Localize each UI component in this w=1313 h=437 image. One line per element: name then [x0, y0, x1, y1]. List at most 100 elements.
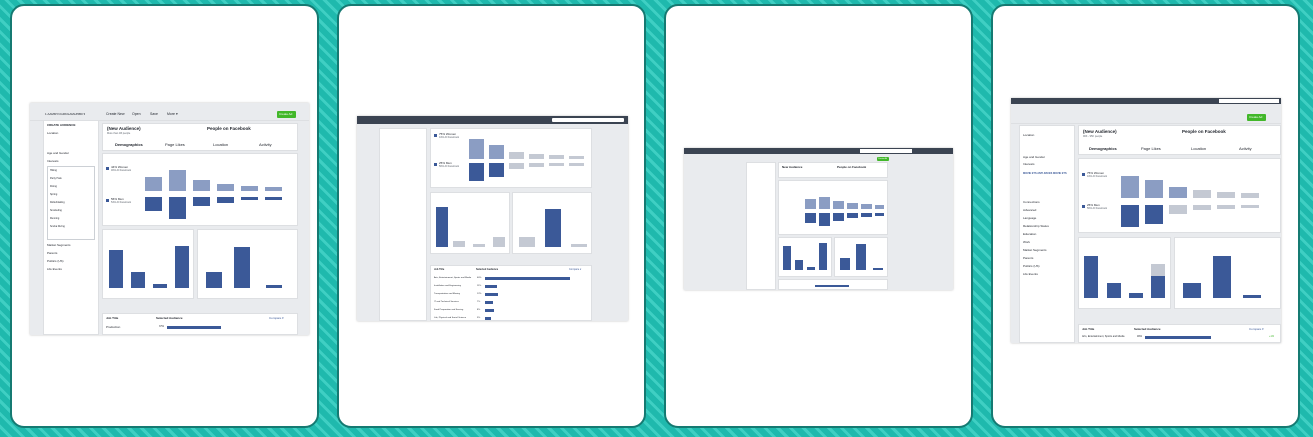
sidebar-item-life-events[interactable]: Life Events	[47, 267, 62, 271]
gender-age-chart	[778, 180, 888, 235]
screenshot-3: Create Ad New Audience People on Faceboo…	[684, 148, 953, 290]
chart-bar	[153, 284, 167, 288]
table-row-bar	[815, 285, 849, 287]
menu-save[interactable]: Save	[150, 112, 158, 116]
gender-age-chart: 75% Women 44% All Facebook 25% Men 56% A…	[1078, 158, 1281, 233]
table-row-label: IT and Technical Services	[434, 301, 459, 303]
tab-demographics[interactable]: Demographics	[115, 142, 143, 147]
chart-bar	[131, 272, 145, 288]
dropdown-item[interactable]: Scuba Diving	[50, 225, 65, 228]
dropdown-item[interactable]: Snorkeling	[50, 209, 62, 212]
sidebar-item-parents[interactable]: Parents	[1023, 256, 1034, 260]
sidebar-item-education[interactable]: Education	[1023, 232, 1037, 236]
selected-interest[interactable]: MOVIE ETS ANTI-RAVES MOVIE ETS	[1023, 172, 1067, 175]
menu-more[interactable]: More ▾	[167, 112, 178, 116]
table-row-bar	[485, 309, 494, 312]
job-title-table	[778, 279, 888, 290]
dropdown-item[interactable]: Rollerblading	[50, 201, 65, 204]
table-row-label: Food Preparation and Serving	[434, 309, 464, 311]
sidebar-item-connections[interactable]: Connections	[1023, 200, 1040, 204]
female-bar	[193, 180, 210, 191]
chart-bar	[473, 244, 485, 247]
screenshot-1: 1 AAMMYCGRKGAMLZ5B0 ▾ Create New Open Sa…	[30, 103, 309, 335]
male-bar	[861, 213, 872, 217]
female-bar	[1145, 180, 1163, 198]
sidebar-item-advanced[interactable]: Advanced	[1023, 208, 1037, 212]
dropdown-item[interactable]: Diving	[50, 185, 57, 188]
tab-location[interactable]: Location	[213, 142, 229, 147]
sidebar-item-age-gender[interactable]: Age and Gender	[1023, 155, 1046, 159]
search-input[interactable]	[860, 149, 912, 153]
sidebar-item-language[interactable]: Language	[1023, 216, 1037, 220]
male-bar	[819, 213, 830, 226]
chart-bar	[807, 267, 815, 270]
dropdown-item[interactable]: Spring	[50, 193, 58, 196]
sidebar-item-relationship[interactable]: Relationship Status	[1023, 224, 1049, 228]
sidebar-item-location[interactable]: Location	[47, 131, 59, 135]
tab-page-likes[interactable]: Page Likes	[1141, 146, 1161, 151]
search-input[interactable]	[1219, 99, 1279, 103]
compare-dropdown[interactable]: Compare ▾	[269, 316, 284, 320]
sidebar-item-market[interactable]: Market Segments	[1023, 248, 1047, 252]
create-ad-button[interactable]: Create Ad	[877, 157, 889, 161]
audience-size: More than 1B people	[107, 132, 131, 135]
audience-header: New Audience People on Facebook	[778, 162, 888, 178]
chart-bar	[436, 207, 448, 247]
table-row-label: Arts, Entertainment, Sports and Media	[434, 277, 472, 279]
menu-create-new[interactable]: Create New	[106, 112, 125, 116]
table-header-job: Job Title	[1082, 327, 1095, 331]
sidebar-item-location[interactable]: Location	[1023, 133, 1035, 137]
male-bar	[1145, 205, 1163, 224]
chart-bar	[873, 268, 883, 270]
table-header-job: Job Title	[434, 268, 445, 271]
male-bar	[217, 197, 234, 203]
dropdown-item[interactable]: Hiking	[50, 169, 57, 172]
menu-open[interactable]: Open	[132, 112, 141, 116]
relationship-chart	[778, 237, 832, 277]
table-row-label: Installation and Engineering	[434, 285, 461, 287]
table-row-pct: 12%	[477, 293, 482, 295]
sidebar-item-work[interactable]: Work	[1023, 240, 1030, 244]
sidebar-item-interests[interactable]: Interests	[1023, 162, 1035, 166]
sidebar-item-market[interactable]: Market Segments	[47, 243, 71, 247]
tab-activity[interactable]: Activity	[259, 142, 272, 147]
female-bar	[569, 156, 584, 159]
search-input[interactable]	[552, 118, 624, 122]
tab-page-likes[interactable]: Page Likes	[165, 142, 185, 147]
tab-location[interactable]: Location	[1191, 146, 1207, 151]
relationship-chart	[430, 192, 510, 254]
male-bar	[145, 197, 162, 211]
sidebar-item-politics[interactable]: Politics (US)	[1023, 264, 1040, 268]
male-label: 25% Men	[1087, 203, 1100, 207]
account-selector[interactable]: 1 AAMMYCGRKGAMLZ5B0 ▾	[45, 112, 86, 116]
compare-dropdown[interactable]: Compare ▾	[1249, 327, 1264, 331]
create-ad-button[interactable]: Create Ad	[1247, 114, 1266, 121]
chart-bar	[1107, 283, 1121, 298]
table-row-pct: 5%	[477, 317, 481, 319]
interests-dropdown[interactable]: Hiking Party Hats Diving Spring Rollerbl…	[47, 166, 95, 240]
create-ad-button[interactable]: Create Ad	[277, 111, 296, 118]
table-row-pct: 46%	[1137, 335, 1143, 338]
top-bar	[684, 148, 953, 154]
tab-activity[interactable]: Activity	[1239, 146, 1252, 151]
sidebar-item-life-events[interactable]: Life Events	[1023, 272, 1038, 276]
compare-dropdown[interactable]: Compare ▾	[569, 268, 582, 271]
sidebar-item-parents[interactable]: Parents	[47, 251, 58, 255]
audience-header: (New Audience) More than 1B people Peopl…	[102, 123, 298, 151]
female-bar	[1193, 190, 1211, 198]
create-ad-label: Create Ad	[279, 112, 293, 116]
table-row-pct: 37%	[159, 325, 165, 328]
sidebar-item-age-gender[interactable]: Age and Gender	[47, 151, 70, 155]
table-row-pct: 8%	[477, 309, 481, 311]
education-chart	[1174, 237, 1281, 309]
tab-demographics[interactable]: Demographics	[1089, 146, 1117, 151]
sidebar-item-politics[interactable]: Politics (US)	[47, 259, 64, 263]
dropdown-item[interactable]: Running	[50, 217, 60, 220]
sidebar-item-interests[interactable]: Interests	[47, 159, 59, 163]
female-bar	[529, 154, 544, 159]
male-bar	[1169, 205, 1187, 214]
table-row-bar	[485, 293, 498, 296]
table-header-selected: Selected Audience	[1134, 327, 1161, 331]
male-bar	[509, 163, 524, 169]
dropdown-item[interactable]: Party Hats	[50, 177, 62, 180]
